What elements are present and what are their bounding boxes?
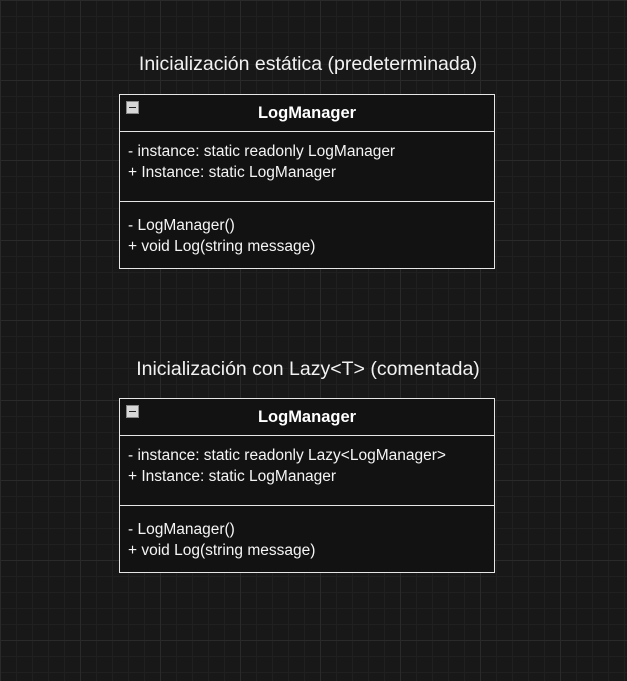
diagram-title-lazy: Inicialización con Lazy<T> (comentada) <box>136 358 480 380</box>
class-header[interactable]: LogManager <box>120 95 494 132</box>
attributes-compartment[interactable]: - instance: static readonly Lazy<LogMana… <box>120 436 494 506</box>
class-name: LogManager <box>257 408 357 426</box>
operations-compartment[interactable]: - LogManager() + void Log(string message… <box>120 202 494 268</box>
collapse-icon[interactable] <box>126 101 139 114</box>
class-header[interactable]: LogManager <box>120 399 494 436</box>
uml-class-logmanager-static[interactable]: LogManager - instance: static readonly L… <box>119 94 495 269</box>
operation-log[interactable]: + void Log(string message) <box>128 237 316 255</box>
operation-constructor[interactable]: - LogManager() <box>128 521 235 538</box>
attribute-instance[interactable]: - instance: static readonly LogManager <box>128 143 396 160</box>
diagram-title-static: Inicialización estática (predeterminada) <box>138 53 478 75</box>
operation-log[interactable]: + void Log(string message) <box>128 541 316 559</box>
operation-constructor[interactable]: - LogManager() <box>128 217 235 234</box>
attribute-instance-property[interactable]: + Instance: static LogManager <box>128 467 337 485</box>
class-name: LogManager <box>257 104 357 122</box>
attribute-instance-property[interactable]: + Instance: static LogManager <box>128 163 337 181</box>
collapse-icon[interactable] <box>126 405 139 418</box>
attributes-compartment[interactable]: - instance: static readonly LogManager +… <box>120 132 494 202</box>
operations-compartment[interactable]: - LogManager() + void Log(string message… <box>120 506 494 572</box>
uml-class-logmanager-lazy[interactable]: LogManager - instance: static readonly L… <box>119 398 495 573</box>
attribute-instance[interactable]: - instance: static readonly Lazy<LogMana… <box>128 447 446 464</box>
